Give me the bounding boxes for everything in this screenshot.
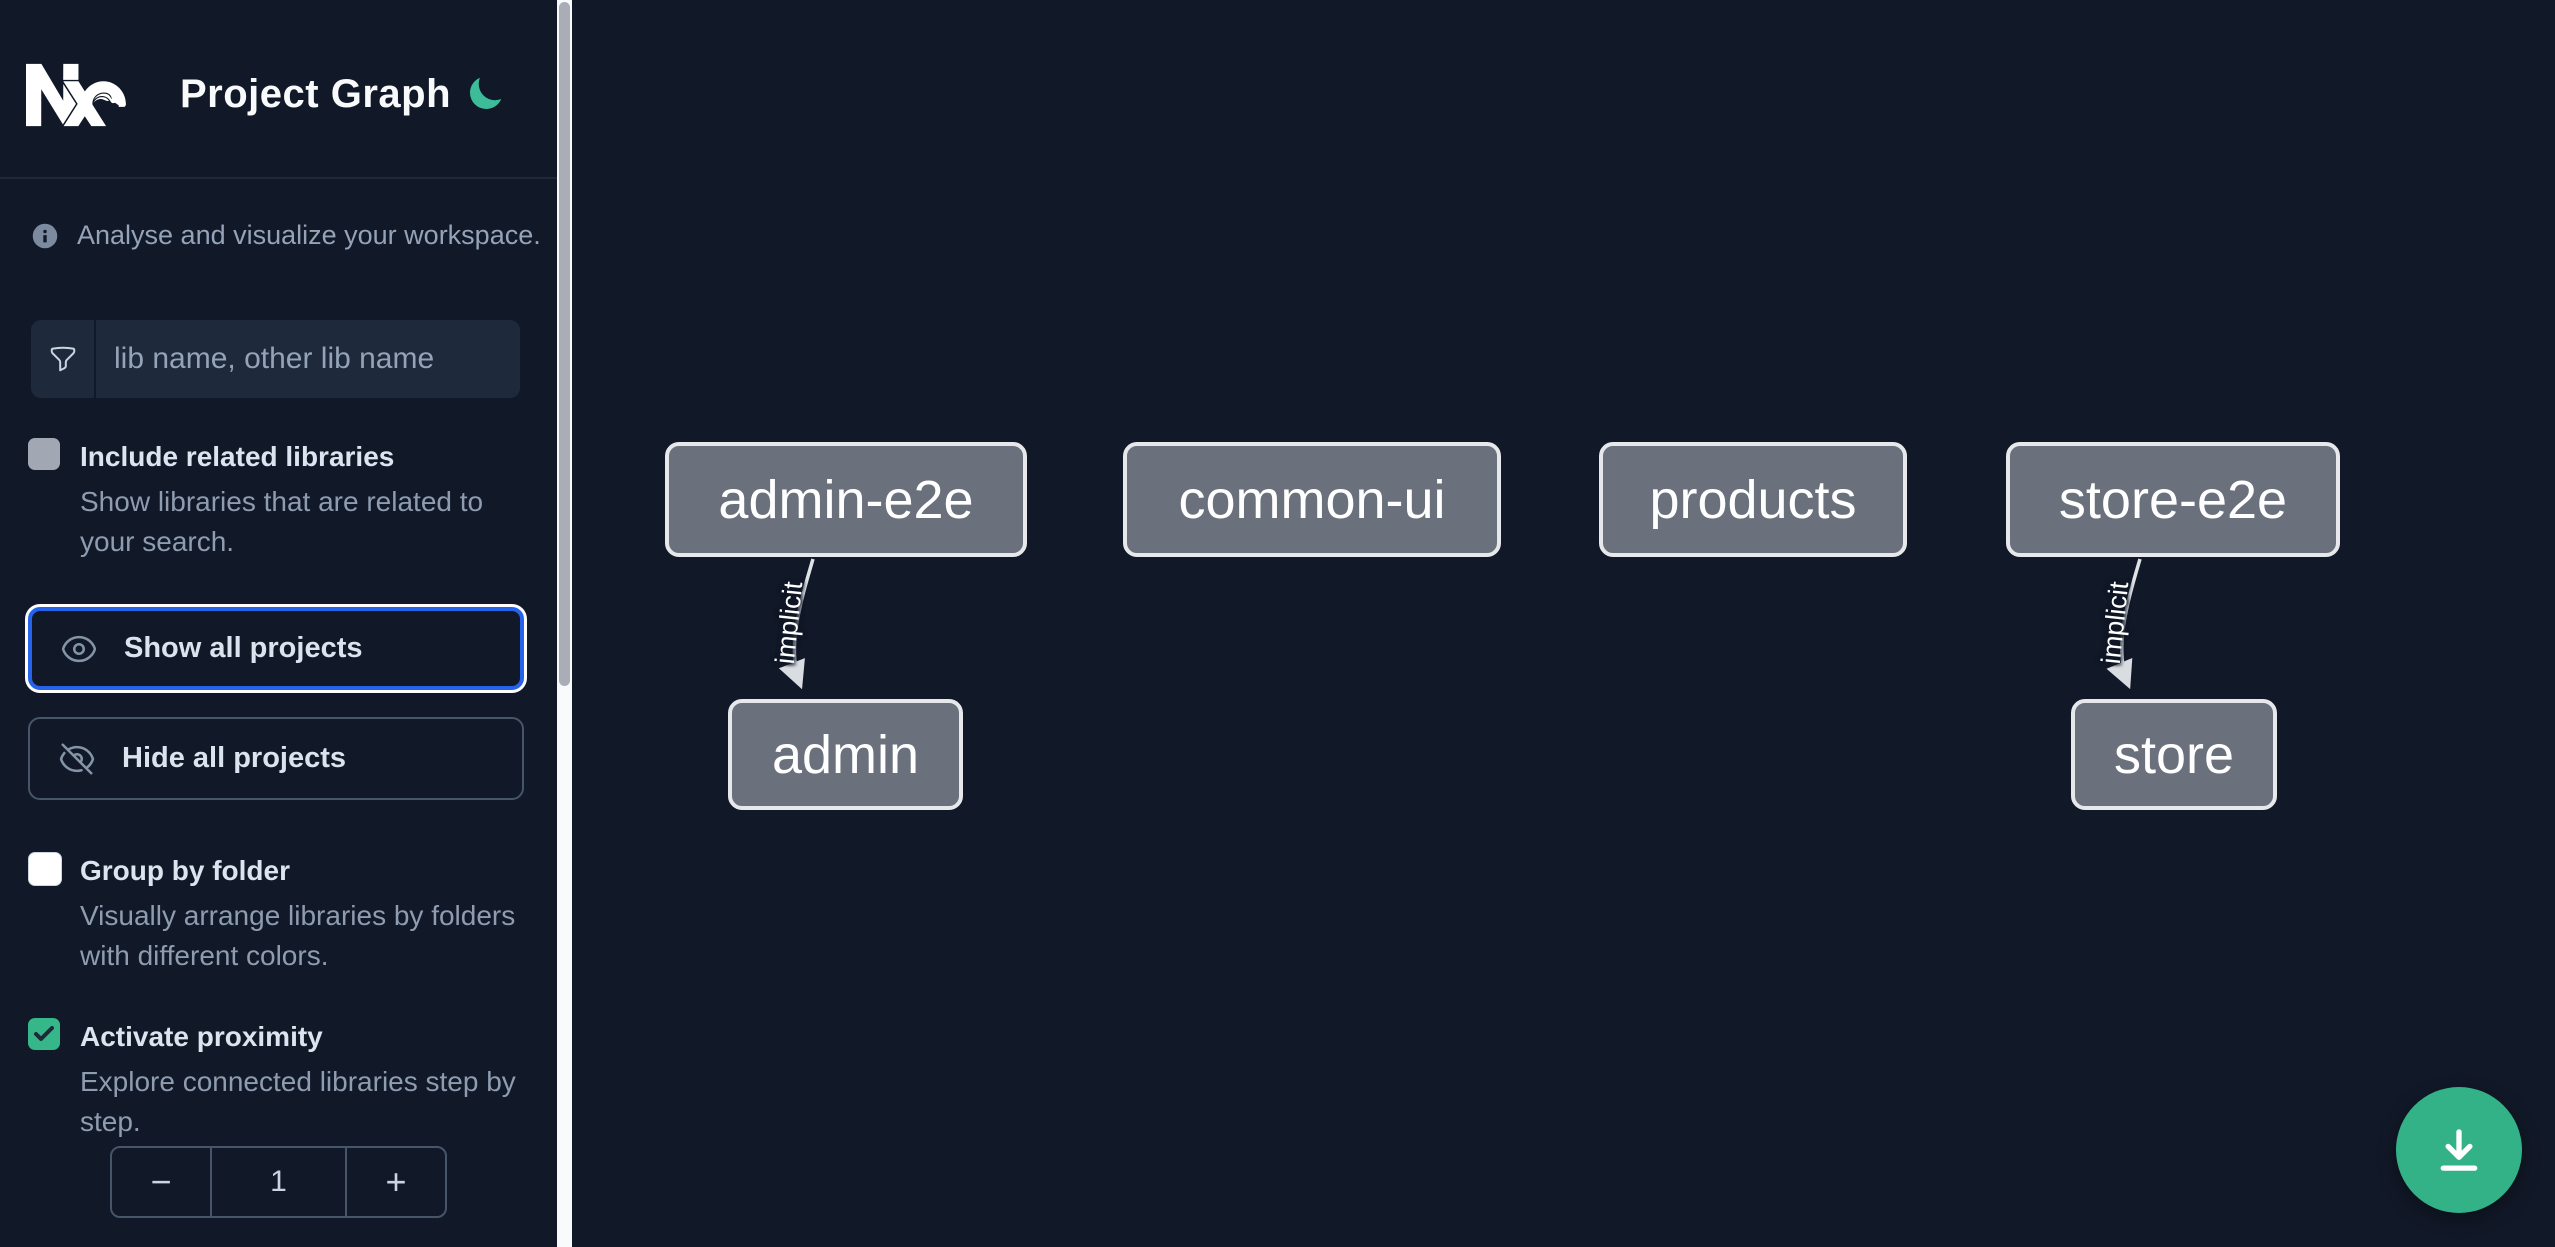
activate-proximity-checkbox[interactable] — [28, 1018, 60, 1050]
activate-proximity-label[interactable]: Activate proximity — [80, 1021, 323, 1052]
graph-node-store[interactable]: store — [2071, 699, 2277, 810]
graph-node-admin[interactable]: admin — [728, 699, 963, 810]
hide-all-projects-button[interactable]: Hide all projects — [28, 717, 524, 800]
funnel-cell — [31, 320, 96, 398]
funnel-icon — [50, 346, 75, 372]
search-input[interactable] — [96, 320, 520, 398]
group-by-folder-description: Visually arrange libraries by folders wi… — [80, 900, 516, 971]
filter-input-group — [31, 320, 520, 398]
graph-node-products[interactable]: products — [1599, 442, 1907, 557]
proximity-increment-button[interactable]: + — [347, 1148, 445, 1216]
download-icon — [2440, 1129, 2478, 1171]
graph-node-admin-e2e[interactable]: admin-e2e — [665, 442, 1027, 557]
show-all-projects-button[interactable]: Show all projects — [28, 607, 524, 690]
include-related-description: Show libraries that are related to your … — [80, 486, 484, 557]
check-icon — [34, 1026, 54, 1041]
info-text: Analyse and visualize your workspace. — [77, 220, 541, 250]
moon-icon — [470, 77, 502, 109]
proximity-stepper: − 1 + — [110, 1146, 447, 1218]
group-by-folder-label[interactable]: Group by folder — [80, 855, 290, 886]
sidebar-scrollbar-thumb[interactable] — [559, 2, 570, 686]
eye-slash-icon — [59, 742, 95, 775]
page-title: Project Graph — [180, 72, 452, 116]
show-all-projects-label: Show all projects — [124, 632, 363, 664]
theme-toggle-button[interactable] — [462, 72, 508, 118]
include-related-checkbox[interactable] — [28, 438, 60, 470]
eye-icon — [61, 635, 97, 662]
sidebar-scrollbar-track[interactable] — [557, 0, 572, 1247]
graph-node-common-ui[interactable]: common-ui — [1123, 442, 1501, 557]
group-by-folder-checkbox[interactable] — [28, 852, 62, 886]
header-divider — [0, 177, 557, 179]
info-icon — [32, 223, 58, 248]
proximity-value[interactable]: 1 — [210, 1148, 347, 1216]
info-row: Analyse and visualize your workspace. — [31, 220, 541, 251]
graph-node-store-e2e[interactable]: store-e2e — [2006, 442, 2340, 557]
nx-logo-icon — [26, 63, 126, 127]
hide-all-projects-label: Hide all projects — [122, 742, 347, 774]
sidebar-header: Project Graph — [0, 0, 557, 179]
download-graph-fab[interactable] — [2396, 1087, 2522, 1213]
include-related-label[interactable]: Include related libraries — [80, 441, 395, 472]
activate-proximity-description: Explore connected libraries step by step… — [80, 1066, 516, 1137]
proximity-decrement-button[interactable]: − — [112, 1148, 210, 1216]
sidebar: Project Graph Analyse and visualize your… — [0, 0, 557, 1247]
graph-canvas[interactable] — [572, 0, 2555, 1247]
